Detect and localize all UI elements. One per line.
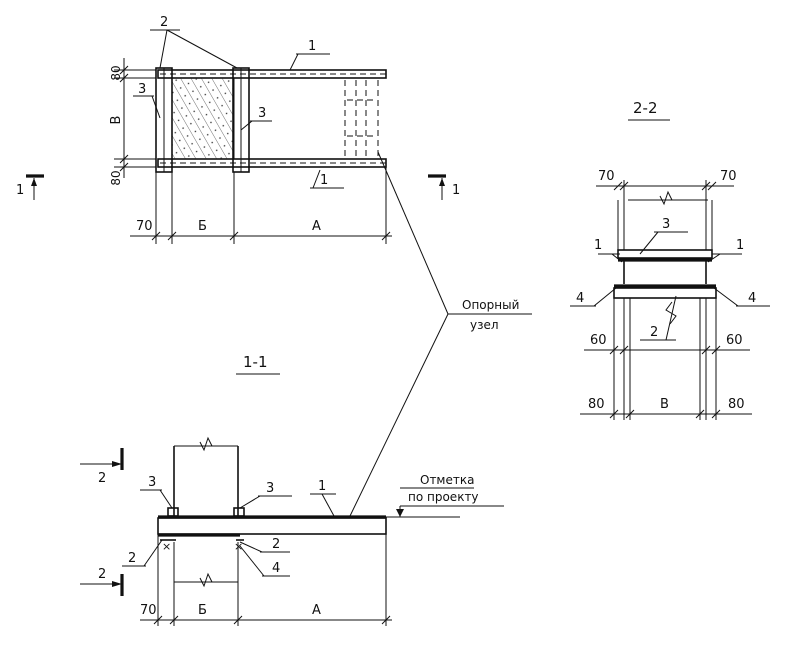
s11-callout-3-left: 3: [148, 475, 156, 490]
s11-elevation-line1: Отметка: [420, 473, 474, 487]
section-mark-left-label: 1: [16, 183, 24, 198]
s11-callout-2-right: 2: [272, 537, 280, 552]
svg-text:×: ×: [234, 540, 243, 553]
dim-80-bottom: 80: [109, 170, 123, 185]
plan-view: 2 1 1 3 3 80 В 80 70: [16, 15, 460, 244]
section-mark-right-label: 1: [452, 183, 460, 198]
leader-1-bottom: [312, 169, 321, 189]
s11-callout-4: 4: [272, 561, 280, 576]
callout-1-bottom: 1: [320, 173, 328, 188]
support-note-line2: узел: [470, 318, 499, 332]
s11-mark-2-top: 2: [98, 471, 106, 486]
leader-3-right: [240, 120, 253, 131]
callout-1-top: 1: [308, 39, 316, 54]
s11-section-mark-bottom: 2: [80, 567, 124, 596]
callout-3-left: 3: [138, 82, 146, 97]
callout-2: 2: [160, 15, 168, 30]
leader-2-a: [159, 29, 168, 69]
section-mark-left: 1: [16, 174, 44, 200]
support-node-hidden: [344, 80, 379, 158]
s11-callout-3-right: 3: [266, 481, 274, 496]
s11-dim-a: А: [312, 603, 321, 618]
support-note-line1: Опорный: [462, 298, 519, 312]
s22-dim-70-left: 70: [598, 169, 615, 184]
s11-section-mark-top: 2: [80, 448, 124, 486]
s11-mark-2-bottom: 2: [98, 567, 106, 582]
dim-b: Б: [198, 219, 207, 234]
s22-callout-4-left: 4: [576, 291, 584, 306]
s22-callout-1-right: 1: [736, 238, 744, 253]
dim-70: 70: [136, 219, 153, 234]
dim-80-top: 80: [109, 65, 123, 80]
leader-2-b: [166, 29, 238, 69]
s22-callout-4-right: 4: [748, 291, 756, 306]
section-1-1-title: 1-1: [243, 353, 268, 371]
s11-elevation-line2: по проекту: [408, 490, 479, 504]
s11-callout-2-left: 2: [128, 551, 136, 566]
s22-dim-w: В: [660, 397, 669, 412]
s22-dim-60-left: 60: [590, 333, 607, 348]
leader-3-left: [151, 95, 161, 119]
s22-dim-70-right: 70: [720, 169, 737, 184]
s22-callout-1-left: 1: [594, 238, 602, 253]
section-mark-right: 1: [428, 174, 460, 200]
support-node-note: Опорный узел: [349, 151, 532, 517]
dim-width: В: [109, 116, 124, 125]
callout-3-right: 3: [258, 106, 266, 121]
s22-dim-80-right: 80: [728, 397, 745, 412]
s22-callout-2: 2: [650, 325, 658, 340]
s11-dim-b: Б: [198, 603, 207, 618]
s11-callout-1: 1: [318, 479, 326, 494]
dim-a: А: [312, 219, 321, 234]
section-2-2-title: 2-2: [633, 99, 658, 117]
s22-plate-2: [613, 287, 717, 299]
section-2-2: 2-2 70 70 3: [570, 99, 770, 420]
s22-dim-60-right: 60: [726, 333, 743, 348]
s22-callout-3: 3: [662, 217, 670, 232]
s22-plate-3: [617, 249, 713, 259]
concrete-wall-hatch: [171, 77, 235, 160]
leader-1-top: [289, 53, 299, 71]
section-1-1: 1-1 × × 2: [80, 353, 504, 626]
s11-dim-70: 70: [140, 603, 157, 618]
s11-beam: [157, 517, 387, 535]
svg-text:×: ×: [162, 540, 171, 553]
s22-dim-80-left: 80: [588, 397, 605, 412]
